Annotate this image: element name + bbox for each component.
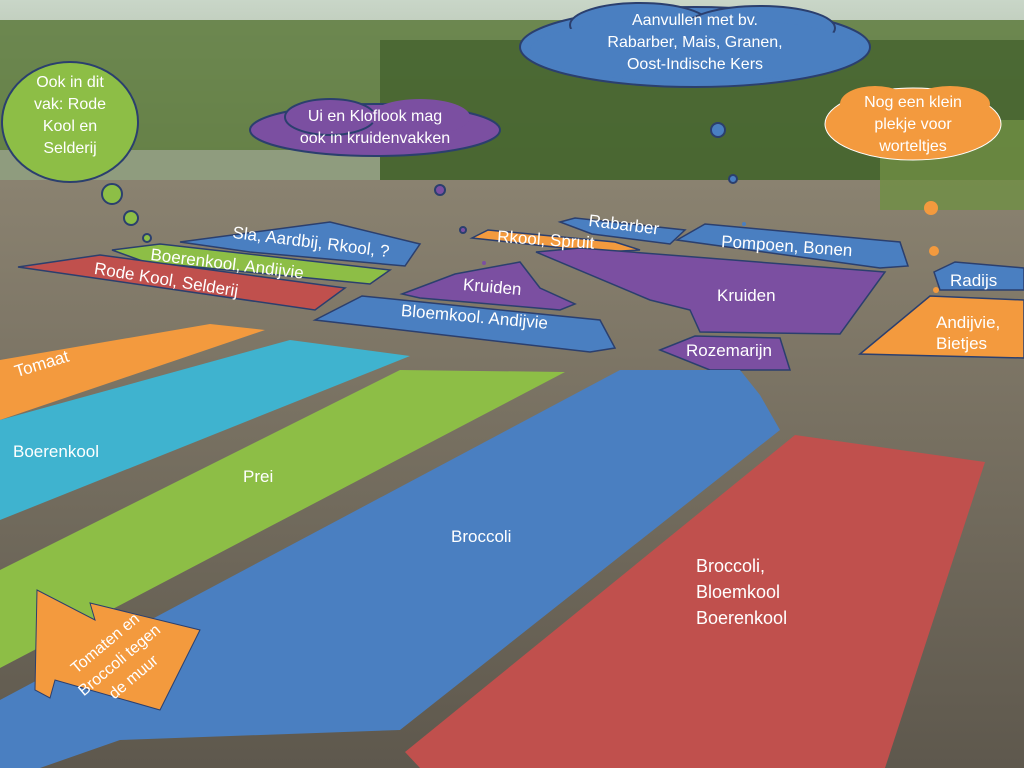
arrow-callout-shape xyxy=(34,589,201,711)
bed-sla xyxy=(179,221,422,267)
bed-kruiden-small xyxy=(399,261,577,311)
bed-prei xyxy=(0,370,565,668)
orange-cloud-shape xyxy=(824,86,1002,293)
bed-rozemarijn xyxy=(657,335,792,371)
bed-boerenkool xyxy=(0,340,410,520)
bed-pompoen xyxy=(674,223,910,269)
label-kruiden-big: Kruiden xyxy=(717,286,776,305)
purple-cloud-text: Ui en Kloflook mag ook in kruidenvakken xyxy=(299,108,451,147)
bed-kruiden-big xyxy=(535,247,887,335)
bed-bloemkool-andijvie xyxy=(312,295,617,353)
bed-andijvie-bietjes xyxy=(857,295,1024,359)
purple-cloud-shape xyxy=(249,98,501,265)
label-radijs: Radijs xyxy=(950,271,998,290)
bed-rabarber xyxy=(557,217,687,245)
label-boerenkool: Boerenkool xyxy=(13,442,100,461)
label-prei: Prei xyxy=(243,467,274,486)
orange-cloud-text: Nog een klein plekje voor worteltjes xyxy=(864,94,962,155)
label-andijvie-bietjes: Andijvie, Bietjes xyxy=(936,313,1001,353)
label-rozemarijn: Rozemarijn xyxy=(686,341,772,360)
bed-tomaat xyxy=(0,324,265,420)
blue-cloud-text: Aanvullen met bv. Rabarber, Mais, Granen… xyxy=(607,12,783,73)
green-cloud-shape xyxy=(1,61,152,243)
label-broccoli: Broccoli xyxy=(451,527,512,546)
bed-radijs xyxy=(933,261,1024,291)
green-cloud-text: Ook in dit vak: Rode Kool en Selderij xyxy=(33,74,107,157)
bed-rode-kool xyxy=(17,254,347,311)
bed-broccoli-mix xyxy=(405,435,985,768)
blue-cloud-shape xyxy=(519,2,871,226)
bed-broccoli xyxy=(0,370,780,768)
label-broccoli-mix: Broccoli, Bloemkool Boerenkool xyxy=(696,556,788,628)
